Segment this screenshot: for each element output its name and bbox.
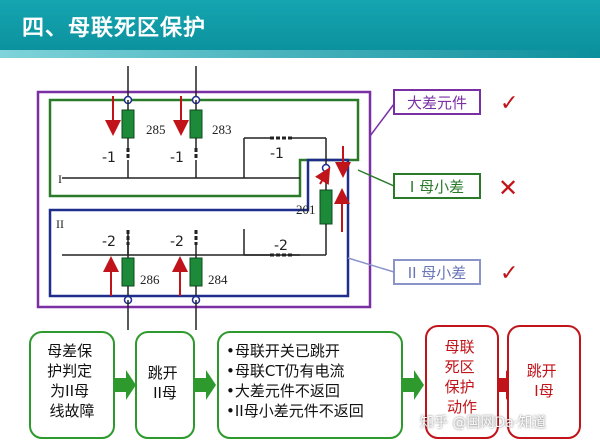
feeder-284: 284 -2: [170, 230, 228, 330]
big-diff-legend-box: [393, 89, 481, 115]
breaker-label-286: 286: [140, 272, 160, 287]
flow-step-5-box: [507, 325, 581, 439]
feeder-283: 283 -1: [170, 66, 232, 178]
page-title: 四、母联死区保护: [22, 16, 207, 41]
flow-arrow-1-head: [126, 370, 136, 400]
feeder-285: 285 -1: [102, 66, 166, 178]
big-diff-leader: [369, 103, 395, 137]
flow-arrow-2-head: [206, 370, 216, 400]
breaker-284: [189, 257, 203, 287]
breaker-283: [189, 109, 203, 139]
flow-step-2-text: 跳开 II母: [148, 364, 183, 402]
bus2-small-legend-box: [393, 259, 481, 285]
title-stripe: [0, 50, 600, 58]
flow-step-5-text: 跳开 I母: [527, 362, 562, 400]
switch-label-286: -2: [102, 234, 116, 250]
bus2-small-mark: ✓: [500, 261, 518, 286]
bus2-small-legend-label: II 母小差: [408, 264, 467, 282]
bus2-label: II: [56, 217, 64, 231]
big-diff-mark: ✓: [500, 91, 518, 116]
title-bar: 四、母联死区保护: [0, 0, 600, 58]
flow-arrow-1: [114, 378, 126, 392]
big-diff-zone: [36, 90, 372, 309]
tie-current-arrow-mid: [315, 167, 331, 185]
switch-label-tie2: -2: [274, 238, 288, 254]
breaker-201: [319, 189, 333, 225]
bus1-zone: [48, 98, 360, 198]
bus1-small-leader: [357, 169, 395, 187]
switch-label-tie1: -1: [270, 146, 284, 162]
breaker-286: [121, 257, 135, 287]
breaker-285: [121, 109, 135, 139]
feeder-286: 286 -2: [102, 230, 160, 330]
bus1-small-mark: ✕: [498, 174, 518, 202]
bus2-zone: [48, 158, 350, 298]
breaker-label-284: 284: [208, 272, 228, 287]
flow-arrow-4: [498, 378, 506, 392]
breaker-label-283: 283: [212, 122, 232, 137]
watermark: 知乎 @国网Da·知道: [420, 415, 547, 431]
big-diff-legend-label: 大差元件: [407, 94, 467, 112]
breaker-label-201: 201: [296, 202, 316, 217]
bus-tie-dead-zone-diagram: I II 285 -1 283 -1 286 -2: [29, 66, 581, 439]
flow-step-4-text: 母联 死区 保护 动作: [445, 338, 480, 416]
flow-step-3-text: •母联开关已跳开 •母联CT仍有电流 •大差元件不返回 •II母小差元件不返回: [226, 342, 364, 420]
switch-label-285: -1: [102, 150, 116, 166]
flow-arrow-3-head: [414, 370, 424, 400]
bus1-small-legend-box: [393, 173, 481, 199]
switch-label-283: -1: [170, 150, 184, 166]
flow-arrow-3: [402, 378, 414, 392]
breaker-label-285: 285: [146, 122, 166, 137]
switch-label-284: -2: [170, 234, 184, 250]
bus1-label: I: [58, 172, 62, 186]
flow-arrow-2: [194, 378, 206, 392]
bus2-small-leader: [347, 257, 395, 273]
bus1-small-legend-label: I 母小差: [410, 178, 464, 196]
flow-step-1-text: 母差保 护判定 为II母 线故障: [47, 342, 97, 420]
